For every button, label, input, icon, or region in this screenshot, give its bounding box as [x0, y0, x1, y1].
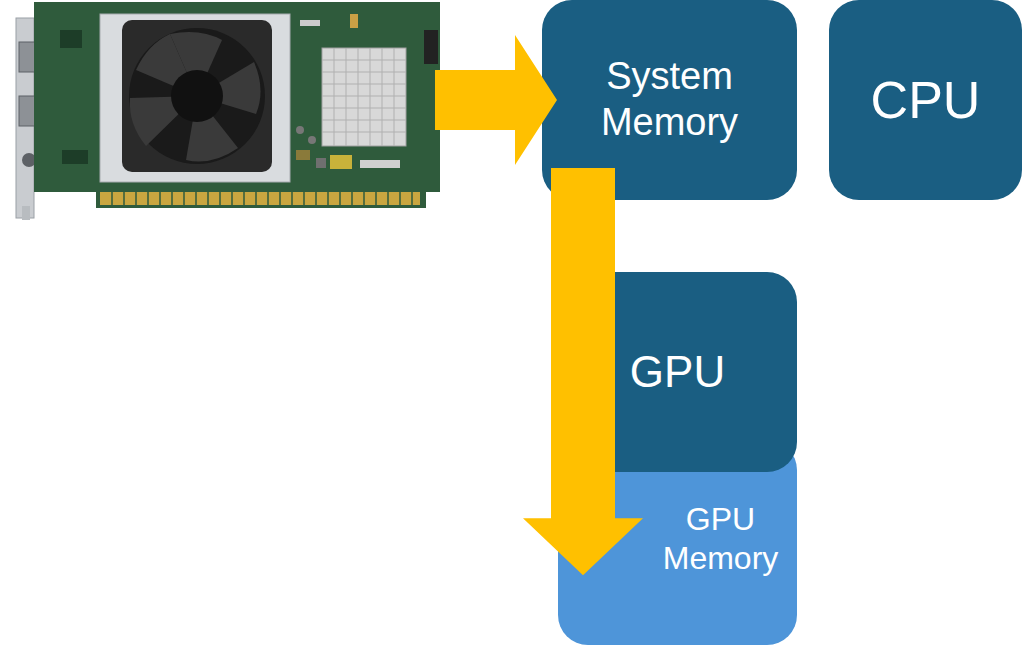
node-label: CPU — [871, 69, 981, 131]
node-label: System Memory — [570, 54, 770, 145]
cpu-box: CPU — [829, 0, 1022, 200]
flow-arrow — [0, 0, 570, 200]
node-label: GPU Memory — [656, 500, 786, 577]
memory-box: System Memory — [542, 0, 797, 200]
gpu-box: GPU — [558, 272, 797, 472]
node-label: GPU — [630, 346, 725, 399]
pcie-card-illustration — [0, 0, 450, 222]
